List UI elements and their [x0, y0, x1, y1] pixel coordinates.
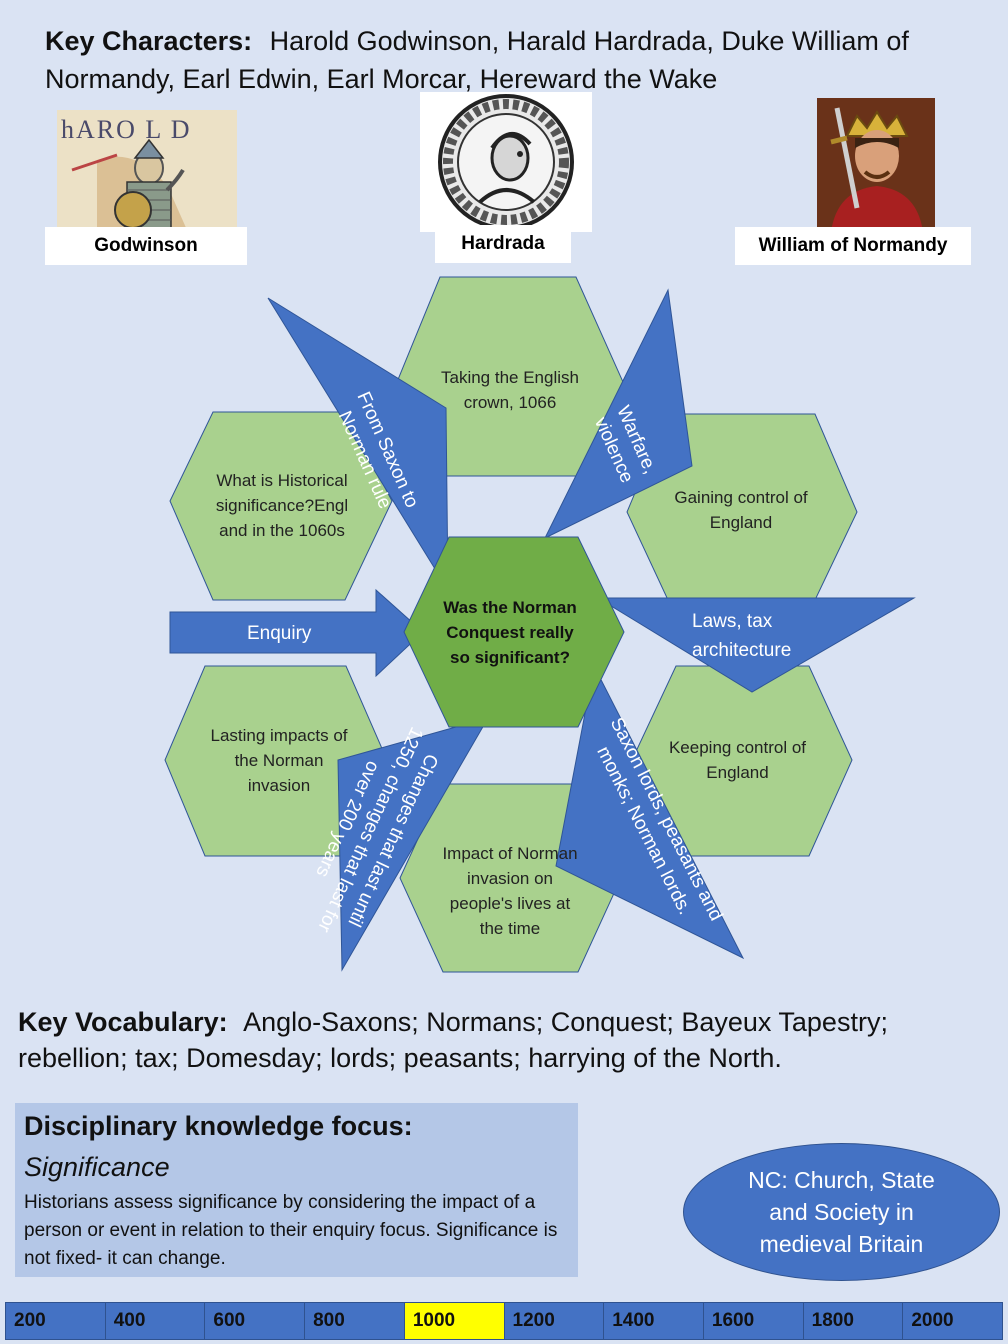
hexagon-lasting-impacts-text: Lasting impacts of the Norman invasion	[210, 725, 348, 795]
disciplinary-concept: Significance	[24, 1152, 170, 1182]
national-curriculum-badge: NC: Church, State and Society in medieva…	[683, 1143, 1000, 1281]
timeline-cell-600: 600	[205, 1303, 306, 1339]
hexagon-gaining-control-text: Gaining control of England	[674, 488, 808, 532]
hexagon-central-question	[403, 536, 625, 728]
godwinson-caption: Godwinson	[45, 227, 247, 265]
godwinson-image: hARO L D	[57, 110, 237, 230]
arrow-laws-tax-label: Laws, tax architecture	[692, 611, 792, 661]
timeline-cell-400: 400	[105, 1303, 206, 1339]
key-vocabulary-label: Key Vocabulary:	[18, 1007, 228, 1037]
tapestry-lettering: hARO L D	[61, 115, 192, 144]
hexagon-keeping-control-text: Keeping control of England	[668, 738, 807, 782]
hexagon-taking-crown-text: Taking the English crown, 1066	[441, 368, 579, 412]
arrow-saxon-lords	[555, 664, 745, 960]
timeline-cell-200: 200	[6, 1303, 106, 1339]
arrow-enquiry-text: Enquiry	[247, 623, 312, 644]
timeline-cell-800: 800	[305, 1303, 405, 1339]
timeline-cell-1000: 1000	[404, 1303, 505, 1339]
timeline-cell-1600: 1600	[703, 1303, 804, 1339]
arrow-enquiry	[169, 588, 424, 678]
enquiry-diagram	[164, 276, 916, 973]
william-image	[817, 98, 935, 232]
hardrada-caption: Hardrada	[435, 225, 571, 263]
arrow-saxon-to-norman	[267, 297, 449, 592]
central-question-text: Was the Norman Conquest really so signif…	[443, 597, 577, 667]
hexagon-historical-significance-text: What is Historical significance?England …	[215, 470, 349, 540]
william-caption: William of Normandy	[735, 227, 971, 265]
timeline-cell-2000: 2000	[903, 1303, 1003, 1339]
timeline-cell-1800: 1800	[803, 1303, 904, 1339]
key-characters: Key Characters: Harold Godwinson, Harald…	[45, 22, 985, 98]
national-curriculum-text: NC: Church, State and Society in medieva…	[748, 1167, 935, 1257]
hardrada-coin-image	[420, 92, 592, 232]
arrow-laws-tax	[596, 597, 916, 693]
key-characters-names: Harold Godwinson, Harald Hardrada, Duke …	[45, 26, 909, 94]
timeline-cell-1200: 1200	[504, 1303, 605, 1339]
hexagon-impact-lives-text: Impact of Norman invasion on people's li…	[442, 844, 578, 938]
arrow-laws-tax-text: Laws, tax architecture	[692, 607, 842, 665]
key-vocabulary: Key Vocabulary: Anglo-Saxons; Normans; C…	[18, 1004, 998, 1076]
timeline-cell-1400: 1400	[604, 1303, 704, 1339]
disciplinary-knowledge-box: Disciplinary knowledge focus: Significan…	[15, 1103, 578, 1277]
disciplinary-title: Disciplinary knowledge focus:	[24, 1111, 413, 1141]
arrow-changes-last	[337, 717, 490, 972]
arrow-warfare	[543, 288, 693, 540]
disciplinary-body: Historians assess significance by consid…	[24, 1192, 558, 1269]
key-characters-label: Key Characters:	[45, 26, 253, 56]
key-vocabulary-terms: Anglo-Saxons; Normans; Conquest; Bayeux …	[18, 1007, 888, 1073]
